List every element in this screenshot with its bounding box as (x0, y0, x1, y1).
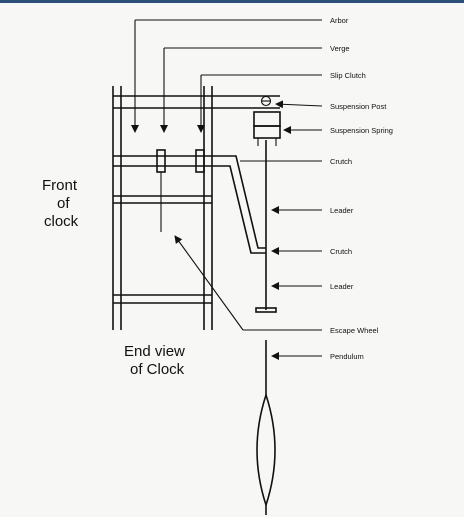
front-text-line2: of (57, 195, 70, 212)
rod-end-plate (255, 307, 277, 313)
pendulum-rod (255, 140, 277, 515)
suspension-post-screw (260, 95, 272, 107)
end-view-line1: End view (124, 343, 185, 360)
label-crutch-top: Crutch (330, 157, 352, 166)
crutch-arm (212, 155, 266, 254)
label-suspension-post: Suspension Post (330, 102, 387, 111)
end-view-line2: of Clock (130, 361, 185, 378)
pendulum-bob (256, 392, 276, 508)
label-leader-bottom: Leader (330, 282, 354, 291)
verge-block (156, 149, 166, 173)
slip-clutch-block (195, 149, 205, 173)
suspension-assembly (253, 95, 281, 146)
suspension-spring-block-top (253, 111, 281, 127)
arbor-pointer (131, 19, 322, 133)
escape-wheel-pointer (174, 235, 322, 331)
suspension-post-pointer (275, 100, 323, 109)
label-verge: Verge (330, 44, 350, 53)
label-slip-clutch: Slip Clutch (330, 71, 366, 80)
crutch-arm-inner (212, 165, 266, 254)
label-crutch-bottom: Crutch (330, 247, 352, 256)
front-text-line3: clock (44, 213, 79, 230)
suspension-spring-block-bottom (253, 125, 281, 139)
arbor-assembly (156, 149, 205, 232)
label-pendulum: Pendulum (330, 352, 364, 361)
label-arbor: Arbor (330, 16, 349, 25)
label-suspension-spring: Suspension Spring (330, 126, 393, 135)
slip-clutch-pointer (197, 74, 322, 133)
clock-frame (112, 86, 280, 330)
label-leader-top: Leader (330, 206, 354, 215)
front-text-line1: Front (42, 177, 78, 194)
crutch-arm-outer (212, 155, 266, 249)
verge-pointer (160, 47, 322, 133)
top-edge-strip (0, 0, 464, 3)
label-escape-wheel: Escape Wheel (330, 326, 379, 335)
